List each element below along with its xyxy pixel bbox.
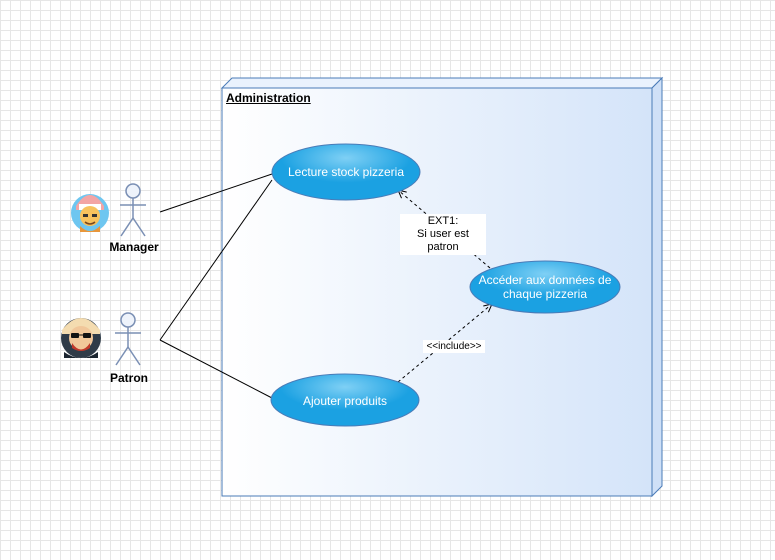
patron-avatar-icon — [61, 318, 101, 358]
extend-label: EXT1: Si user est patron — [400, 214, 486, 255]
actor-manager-figure[interactable] — [120, 183, 146, 237]
extend-label-line2: Si user est patron — [417, 228, 469, 253]
usecase-acceder-label-line1: Accéder aux données de — [478, 273, 612, 287]
usecase-ajouter[interactable] — [270, 373, 420, 427]
usecase-acceder-label-line2: chaque pizzeria — [502, 287, 588, 301]
assoc-manager-lecture[interactable] — [159, 173, 273, 213]
extend-label-line1: EXT1: — [427, 215, 459, 227]
system-title: Administration — [226, 91, 311, 105]
manager-avatar-icon — [71, 194, 109, 232]
include-label: <<include>> — [423, 340, 485, 353]
assoc-patron-ajouter[interactable] — [159, 339, 273, 399]
usecase-acceder[interactable] — [469, 260, 621, 314]
usecase-ajouter-label: Ajouter produits — [302, 394, 388, 408]
actor-manager-name: Manager — [109, 240, 159, 254]
actor-patron-name: Patron — [109, 371, 148, 385]
usecase-lecture-label: Lecture stock pizzeria — [287, 165, 405, 179]
assoc-patron-lecture[interactable] — [159, 179, 273, 341]
usecase-acceder-label: Accéder aux données de chaque pizzeria — [470, 272, 620, 302]
usecase-lecture[interactable] — [271, 143, 421, 201]
actor-patron-figure[interactable] — [115, 312, 141, 366]
